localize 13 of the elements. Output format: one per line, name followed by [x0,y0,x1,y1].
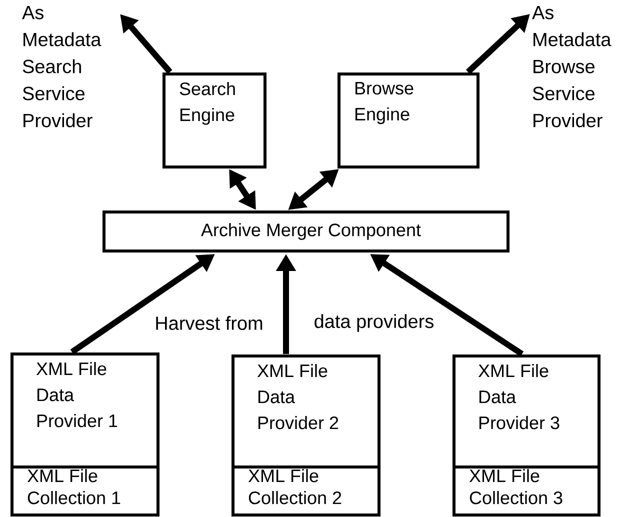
collection-box: XML File Collection 3 [452,466,600,516]
engine-box: Search Engine [162,72,266,168]
collection-box: XML File Collection 2 [232,466,380,516]
provider-text: As Metadata Browse Service Provider [532,6,612,128]
collection-box: XML File Collection 1 [10,466,160,516]
caption-text: Harvest from [156,316,262,330]
provider-text: As Metadata Search Service Provider [22,6,102,128]
provider-box: XML File Data Provider 1 [10,352,160,468]
merger-box: Archive Merger Component [102,210,510,252]
provider-box: XML File Data Provider 3 [452,354,600,468]
provider-box: XML File Data Provider 2 [232,354,380,468]
caption-text: data providers [314,314,434,332]
engine-box: Browse Engine [338,72,480,168]
